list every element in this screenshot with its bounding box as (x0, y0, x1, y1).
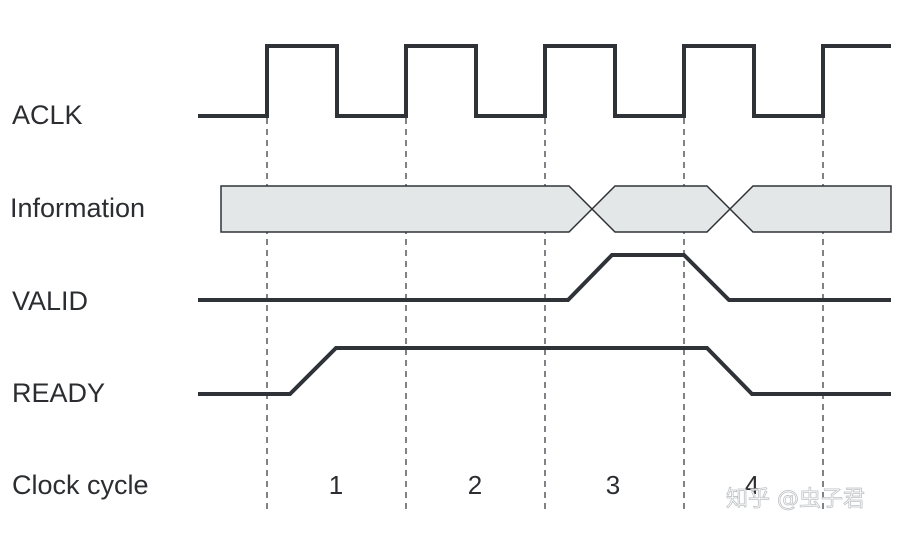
information-label: Information (10, 193, 145, 223)
cycle-number-4: 4 (745, 470, 759, 500)
information-bus (220, 185, 892, 233)
cycle-number-3: 3 (606, 470, 620, 500)
ready-waveform (198, 346, 891, 396)
clock-edge-guides (266, 118, 824, 512)
ready-label: READY (12, 378, 105, 408)
bus-segment-2 (590, 185, 732, 233)
aclk-label: ACLK (12, 100, 83, 130)
clock-cycle-label: Clock cycle (12, 470, 149, 500)
cycle-number-2: 2 (468, 470, 482, 500)
valid-waveform (198, 253, 891, 302)
bus-segment-3 (728, 185, 892, 233)
watermark-text: 知乎 @虫子君 (726, 487, 865, 512)
cycle-number-1: 1 (329, 470, 343, 500)
aclk-waveform (198, 44, 891, 118)
bus-segment-1 (220, 185, 594, 233)
valid-label: VALID (12, 286, 88, 316)
